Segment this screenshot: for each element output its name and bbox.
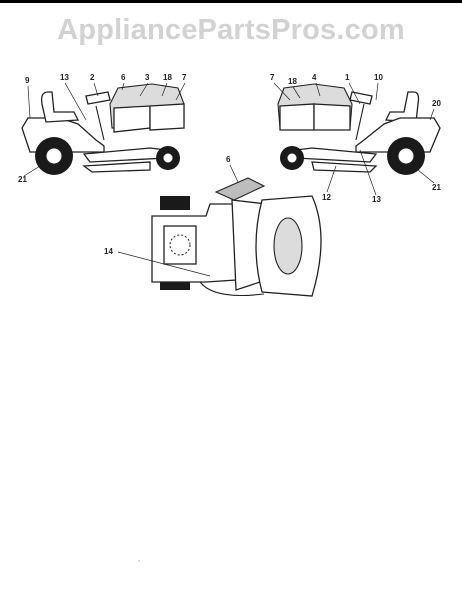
top-dash-decal (214, 177, 266, 201)
top-hood-decal (273, 217, 303, 275)
right-side-panel-decal (313, 103, 351, 131)
callout-left-2: 2 (90, 73, 95, 82)
callout-left-21: 21 (18, 175, 27, 184)
left-steering-column (95, 105, 105, 141)
callout-left-7: 7 (182, 73, 187, 82)
callout-right-20: 20 (432, 99, 441, 108)
callout-left-6: 6 (121, 73, 126, 82)
right-steering-wheel (349, 91, 373, 105)
callout-right-4: 4 (312, 73, 317, 82)
right-steering-column (355, 103, 365, 141)
top-rear-wheel-left (160, 196, 190, 210)
top-seat-area (163, 225, 197, 265)
callout-right-7: 7 (270, 73, 275, 82)
left-mower-deck (82, 161, 151, 173)
left-side-panel-decal (113, 105, 151, 133)
right-mower-deck (311, 161, 378, 173)
callout-right-21: 21 (432, 183, 441, 192)
tractor-right-side-view: 7 18 4 1 10 20 12 13 21 (270, 73, 441, 204)
top-border (0, 0, 462, 3)
right-seat (384, 91, 420, 123)
right-front-panel (279, 103, 315, 131)
callout-right-18: 18 (288, 77, 297, 86)
tractor-top-view: 6 14 (104, 155, 322, 297)
callout-left-13: 13 (60, 73, 69, 82)
left-seat (40, 91, 80, 123)
callout-left-18: 18 (163, 73, 172, 82)
callout-left-3: 3 (145, 73, 150, 82)
callout-top-6: 6 (226, 155, 231, 164)
top-fuel-cap-icon (169, 234, 191, 256)
callout-right-10: 10 (374, 73, 383, 82)
callout-top-14: 14 (104, 247, 113, 256)
left-steering-wheel (85, 91, 111, 105)
callout-right-13: 13 (372, 195, 381, 204)
callout-right-1: 1 (345, 73, 350, 82)
watermark-text: AppliancePartsPros.com (57, 14, 405, 46)
callout-right-12: 12 (322, 193, 331, 202)
callout-left-9: 9 (25, 76, 30, 85)
tractor-left-side-view: 9 13 2 6 3 18 7 21 (18, 73, 187, 184)
left-front-panel (149, 103, 185, 131)
